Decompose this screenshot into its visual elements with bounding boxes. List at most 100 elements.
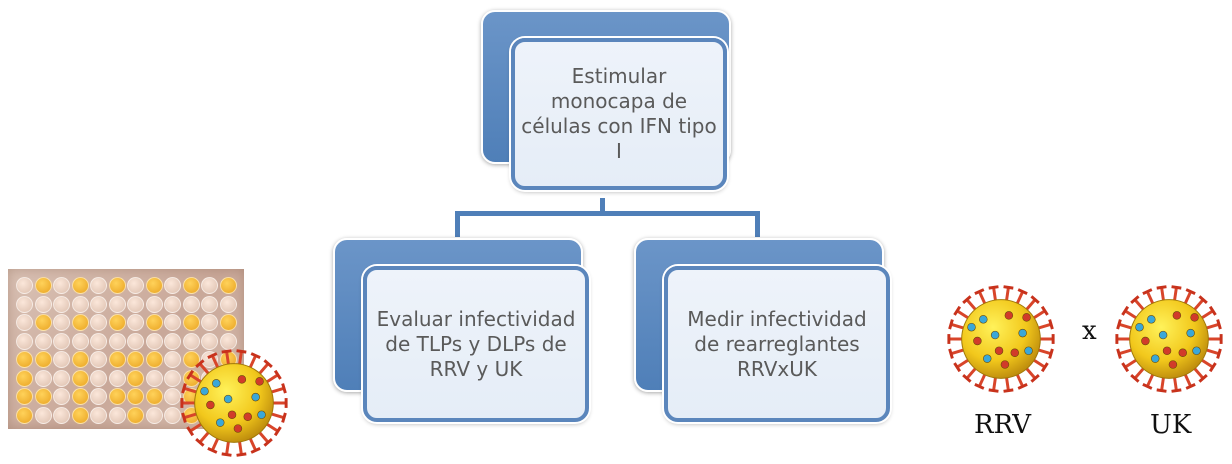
plate-well: [127, 314, 144, 331]
plate-well: [16, 388, 33, 405]
plate-well: [127, 332, 144, 350]
rotavirus-icon: [1115, 285, 1223, 393]
plate-well: [90, 295, 107, 313]
plate-well: [164, 314, 181, 331]
plate-well: [164, 406, 181, 424]
plate-well: [108, 277, 126, 294]
plate-well: [108, 295, 126, 313]
plate-well: [53, 351, 70, 368]
plate-well: [108, 388, 126, 405]
times-symbol: x: [1082, 316, 1097, 346]
plate-well: [71, 295, 89, 313]
plate-well: [90, 314, 107, 331]
plate-well: [71, 277, 89, 294]
node-left-box: Evaluar infectividad de TLPs y DLPs de R…: [363, 266, 589, 422]
plate-well: [53, 314, 70, 331]
plate-well: [90, 406, 107, 424]
plate-well: [145, 369, 163, 387]
plate-well: [127, 277, 144, 294]
plate-well: [16, 369, 33, 387]
plate-well: [71, 332, 89, 350]
plate-well: [16, 314, 33, 331]
node-right-box: Medir infectividad de rearreglantes RRVx…: [664, 266, 890, 422]
plate-well: [34, 388, 52, 405]
virus-label-uk: UK: [1150, 410, 1192, 440]
plate-well: [71, 369, 89, 387]
plate-well: [201, 295, 218, 313]
plate-well: [219, 314, 237, 331]
plate-well: [90, 369, 107, 387]
node-top-box: Estimular monocapa de células con IFN ti…: [511, 38, 727, 190]
plate-well: [53, 332, 70, 350]
plate-well: [108, 314, 126, 331]
node-right-text: Medir infectividad de rearreglantes RRVx…: [687, 306, 867, 381]
plate-well: [182, 295, 200, 313]
plate-well: [53, 295, 70, 313]
plate-well: [16, 332, 33, 350]
plate-well: [108, 369, 126, 387]
plate-well: [53, 406, 70, 424]
connector-right-drop: [755, 211, 760, 237]
plate-well: [90, 332, 107, 350]
plate-well: [164, 351, 181, 368]
connector-horizontal: [455, 211, 760, 216]
connector-left-drop: [455, 211, 460, 237]
plate-well: [71, 314, 89, 331]
plate-well: [34, 295, 52, 313]
plate-well: [34, 314, 52, 331]
plate-well: [16, 295, 33, 313]
plate-well: [108, 351, 126, 368]
plate-well: [127, 369, 144, 387]
plate-well: [53, 369, 70, 387]
plate-well: [34, 277, 52, 294]
plate-well: [127, 406, 144, 424]
plate-well: [145, 406, 163, 424]
plate-well: [108, 332, 126, 350]
plate-well: [219, 277, 237, 294]
node-left-text: Evaluar infectividad de TLPs y DLPs de R…: [376, 306, 576, 381]
plate-well: [127, 351, 144, 368]
plate-well: [164, 332, 181, 350]
plate-well: [127, 388, 144, 405]
plate-well: [219, 332, 237, 350]
plate-well: [182, 314, 200, 331]
plate-well: [16, 406, 33, 424]
rotavirus-icon: [180, 349, 288, 457]
plate-well: [53, 277, 70, 294]
plate-well: [34, 332, 52, 350]
plate-well: [145, 295, 163, 313]
plate-well: [16, 351, 33, 368]
plate-well: [71, 388, 89, 405]
rotavirus-icon: [947, 285, 1055, 393]
plate-well: [182, 369, 200, 387]
plate-well: [127, 295, 144, 313]
plate-well: [90, 388, 107, 405]
plate-well: [182, 332, 200, 350]
plate-well: [145, 332, 163, 350]
connector-vertical-top: [600, 198, 605, 214]
plate-well: [90, 351, 107, 368]
plate-well: [201, 314, 218, 331]
plate-well: [108, 406, 126, 424]
plate-well: [164, 277, 181, 294]
plate-well: [53, 388, 70, 405]
node-top-text: Estimular monocapa de células con IFN ti…: [521, 64, 717, 163]
plate-well: [71, 351, 89, 368]
plate-well: [145, 351, 163, 368]
plate-well: [182, 351, 200, 368]
plate-well: [201, 277, 218, 294]
plate-well: [201, 332, 218, 350]
plate-well: [34, 369, 52, 387]
plate-well: [145, 388, 163, 405]
plate-well: [164, 295, 181, 313]
plate-well: [145, 314, 163, 331]
plate-well: [71, 406, 89, 424]
plate-well: [164, 369, 181, 387]
plate-well: [182, 277, 200, 294]
plate-well: [90, 277, 107, 294]
plate-well: [16, 277, 33, 294]
plate-well: [34, 351, 52, 368]
plate-well: [164, 388, 181, 405]
plate-well: [34, 406, 52, 424]
plate-well: [145, 277, 163, 294]
